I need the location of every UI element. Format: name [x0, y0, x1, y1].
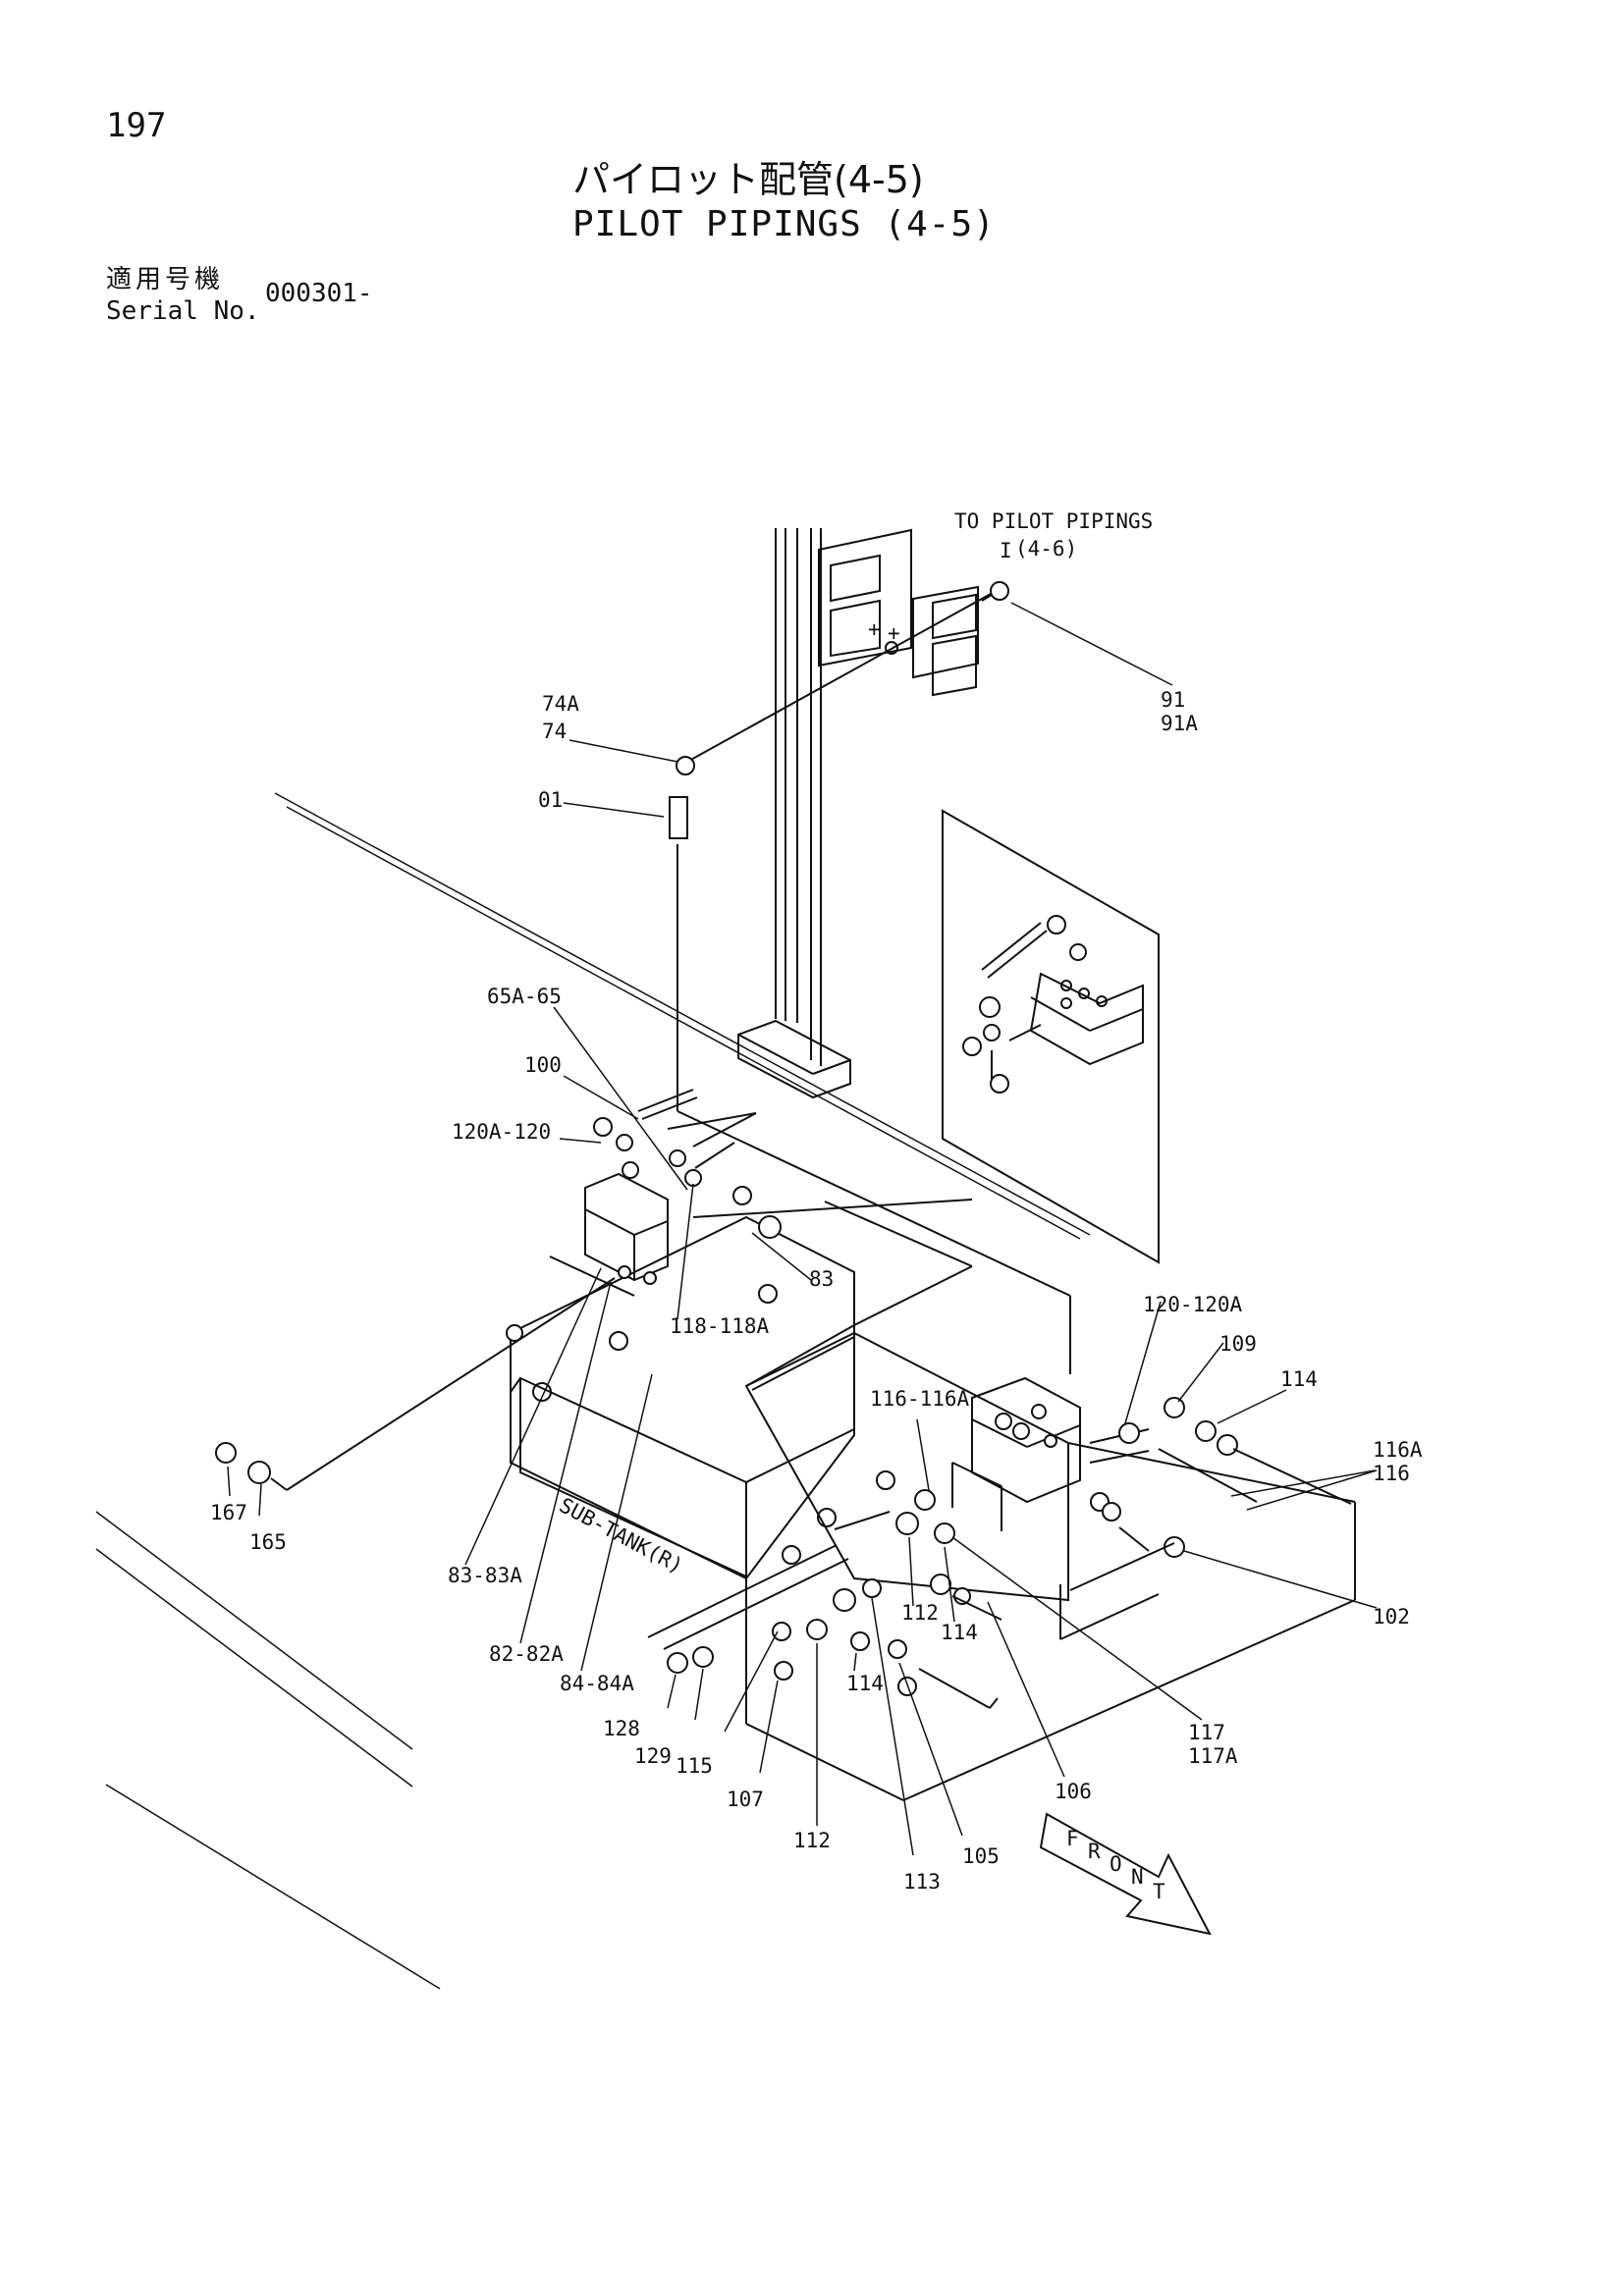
- front-arrow: [1039, 1812, 1212, 1936]
- callout-100: 100: [524, 1053, 562, 1077]
- callout-128: 128: [603, 1717, 640, 1740]
- callout-113: 113: [903, 1870, 941, 1894]
- callout-117A: 117A: [1188, 1744, 1238, 1768]
- callout-116A: 116A: [1373, 1438, 1423, 1462]
- callout-114-upper: 114: [1280, 1367, 1318, 1391]
- manifold-block-left: [506, 1089, 973, 1342]
- callout-114-middle: 114: [941, 1621, 978, 1644]
- callout-74A: 74A: [542, 692, 579, 716]
- callout-83: 83: [809, 1267, 834, 1291]
- reference-note: TO PILOT PIPINGS: [954, 509, 1153, 533]
- svg-text:+: +: [888, 621, 900, 645]
- vertical-column: [737, 528, 851, 1099]
- sub-tank: [510, 1201, 1356, 1801]
- callout-82-82A: 82-82A: [489, 1642, 564, 1666]
- callout-91: 91: [1161, 688, 1185, 712]
- pilot-pipe-vertical: [669, 756, 1071, 1374]
- callout-labels: 91 91A 74A 74 01 65A-65 100 120A-120 83 …: [210, 688, 1423, 1894]
- callout-106: 106: [1055, 1780, 1092, 1803]
- serial-label-japanese: 適用号機: [106, 265, 225, 294]
- front-letter-r: R: [1088, 1840, 1101, 1863]
- pipe-165: [215, 1277, 616, 1491]
- frame-lines: [95, 792, 1091, 1990]
- serial-label-english: Serial No.: [106, 296, 260, 326]
- callout-01: 01: [538, 788, 563, 812]
- front-letter-f: F: [1066, 1827, 1079, 1850]
- serial-number: 000301-: [265, 279, 373, 308]
- leader-lines: [227, 602, 1378, 1856]
- callout-83-83A: 83-83A: [448, 1564, 522, 1587]
- front-arrow-letters: F R O N T: [1066, 1827, 1165, 1903]
- reference-page: (4-6): [1015, 537, 1077, 561]
- callout-109: 109: [1219, 1332, 1257, 1356]
- callout-74: 74: [542, 720, 567, 743]
- callout-112-lower: 112: [793, 1829, 831, 1852]
- callout-116-116A: 116-116A: [870, 1387, 970, 1411]
- front-letter-o: O: [1110, 1852, 1122, 1876]
- callout-115: 115: [676, 1754, 713, 1778]
- svg-text:+: +: [868, 617, 881, 641]
- fittings-lower-center: [647, 1489, 1002, 1709]
- callout-117: 117: [1188, 1721, 1225, 1744]
- inset-panel: [942, 809, 1160, 1264]
- callout-91A: 91A: [1161, 712, 1198, 735]
- front-letter-t: T: [1153, 1880, 1165, 1903]
- callout-120-120A: 120-120A: [1143, 1293, 1243, 1316]
- title-japanese: パイロット配管(4-5): [572, 158, 924, 201]
- callout-65A-65: 65A-65: [487, 985, 562, 1008]
- callout-107: 107: [727, 1788, 764, 1811]
- monitor-panel: ++: [818, 528, 979, 697]
- callout-120A-120: 120A-120: [452, 1120, 551, 1144]
- valve-block-right: [951, 1376, 1150, 1531]
- callout-84-84A: 84-84A: [560, 1672, 634, 1695]
- callout-114-lower: 114: [846, 1672, 884, 1695]
- fittings-right: [1059, 1397, 1352, 1640]
- title-english: PILOT PIPINGS (4-5): [572, 204, 996, 244]
- callout-165: 165: [249, 1530, 287, 1554]
- callout-105: 105: [962, 1844, 1000, 1868]
- callout-129: 129: [634, 1744, 672, 1768]
- callout-112-upper: 112: [901, 1601, 939, 1625]
- pipe-to-4-6: [686, 581, 1009, 763]
- callout-118-118A: 118-118A: [670, 1314, 770, 1338]
- callout-116: 116: [1373, 1462, 1410, 1485]
- reference-mark: I: [1000, 539, 1012, 562]
- page-number: 197: [106, 106, 167, 145]
- callout-102: 102: [1373, 1605, 1410, 1629]
- callout-167: 167: [210, 1501, 247, 1524]
- front-letter-n: N: [1131, 1865, 1144, 1889]
